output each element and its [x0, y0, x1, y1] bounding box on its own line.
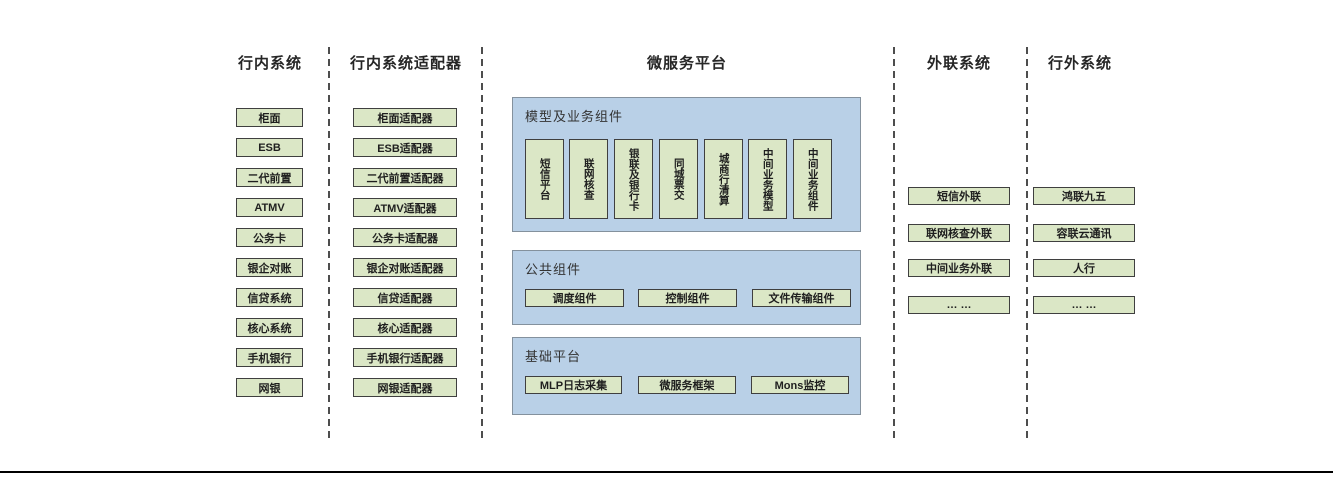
panel-title: 公共组件: [525, 262, 582, 277]
page-bottom-rule: [0, 471, 1333, 473]
model-component-box: 中间业务组件: [793, 139, 832, 219]
internal-system-box: ESB: [236, 138, 303, 157]
model-component-box: 银联及银行卡: [614, 139, 653, 219]
adapter-box: 核心适配器: [353, 318, 457, 337]
internal-system-box: 银企对账: [236, 258, 303, 277]
adapter-box: 信贷适配器: [353, 288, 457, 307]
base-platform-box: MLP日志采集: [525, 376, 622, 394]
outreach-system-box: 中间业务外联: [908, 259, 1010, 277]
outreach-system-box: 联网核查外联: [908, 224, 1010, 242]
adapter-box: 二代前置适配器: [353, 168, 457, 187]
header-internal-systems: 行内系统: [237, 55, 302, 72]
header-outreach-systems: 外联系统: [926, 55, 991, 72]
model-component-box: 中间业务模型: [748, 139, 787, 219]
internal-system-box: 信贷系统: [236, 288, 303, 307]
internal-system-box: 核心系统: [236, 318, 303, 337]
base-platform-box: Mons监控: [751, 376, 849, 394]
internal-system-box: 公务卡: [236, 228, 303, 247]
model-component-box: 联网核查: [569, 139, 608, 219]
outreach-system-box: 短信外联: [908, 187, 1010, 205]
base-platform-box: 微服务框架: [638, 376, 736, 394]
model-component-box: 短信平台: [525, 139, 564, 219]
adapter-box: 银企对账适配器: [353, 258, 457, 277]
model-component-box: 同城票交: [659, 139, 698, 219]
adapter-box: 手机银行适配器: [353, 348, 457, 367]
header-internal-adapters: 行内系统适配器: [349, 55, 462, 72]
adapter-box: 公务卡适配器: [353, 228, 457, 247]
panel-title: 基础平台: [525, 349, 582, 364]
common-component-box: 控制组件: [638, 289, 737, 307]
header-external-systems: 行外系统: [1047, 55, 1112, 72]
common-component-box: 文件传输组件: [752, 289, 851, 307]
internal-system-box: ATMV: [236, 198, 303, 217]
external-system-box: 人行: [1033, 259, 1135, 277]
column-divider-1: [328, 47, 330, 440]
adapter-box: 柜面适配器: [353, 108, 457, 127]
panel-base-platform: 基础平台 MLP日志采集 微服务框架 Mons监控: [512, 337, 861, 415]
model-component-box: 城商行清算: [704, 139, 743, 219]
panel-title: 模型及业务组件: [525, 109, 624, 124]
internal-system-box: 网银: [236, 378, 303, 397]
column-divider-2: [481, 47, 483, 440]
external-system-box: … …: [1033, 296, 1135, 314]
external-system-box: 鸿联九五: [1033, 187, 1135, 205]
adapter-box: 网银适配器: [353, 378, 457, 397]
common-component-box: 调度组件: [525, 289, 624, 307]
internal-system-box: 柜面: [236, 108, 303, 127]
internal-system-box: 手机银行: [236, 348, 303, 367]
panel-model-business-components: 模型及业务组件 短信平台 联网核查 银联及银行卡 同城票交 城商行清算 中间业务…: [512, 97, 861, 232]
panel-common-components: 公共组件 调度组件 控制组件 文件传输组件: [512, 250, 861, 325]
outreach-system-box: … …: [908, 296, 1010, 314]
external-system-box: 容联云通讯: [1033, 224, 1135, 242]
adapter-box: ATMV适配器: [353, 198, 457, 217]
column-divider-4: [1026, 47, 1028, 440]
header-microservice-platform: 微服务平台: [646, 55, 727, 72]
internal-system-box: 二代前置: [236, 168, 303, 187]
adapter-box: ESB适配器: [353, 138, 457, 157]
column-divider-3: [893, 47, 895, 440]
